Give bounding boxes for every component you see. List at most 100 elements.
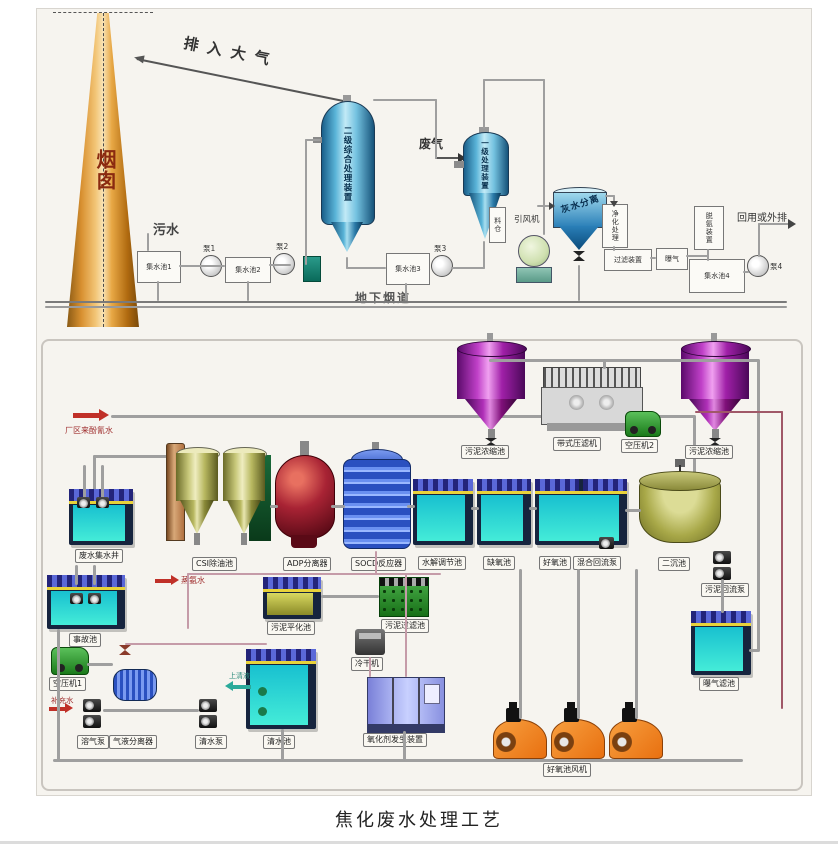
secondary-clarifier-label: 二沉池 — [658, 557, 690, 571]
tank-water — [539, 495, 619, 541]
figure-caption: 焦化废水处理工艺 — [335, 810, 503, 831]
sludge-thickener-left — [453, 333, 529, 446]
press-base — [547, 423, 635, 431]
arrowhead — [549, 202, 555, 210]
pipe — [403, 731, 406, 761]
pipe — [407, 505, 415, 508]
tank-rim — [263, 589, 321, 592]
sump2-box: 集水池2 — [225, 257, 271, 283]
tank-lid — [263, 577, 321, 589]
bottom-panel-border — [41, 339, 803, 791]
tank-rim — [477, 491, 531, 494]
fan-motor — [564, 702, 579, 722]
aerobic-fan — [493, 702, 547, 759]
cold-dryer-label: 冷干机 — [351, 657, 383, 671]
silo-box: 料仓 — [489, 207, 506, 243]
fan-base — [516, 267, 552, 283]
clarifier-rim — [639, 471, 721, 491]
pipe — [605, 195, 615, 197]
press-roller — [569, 395, 584, 410]
pipe — [749, 649, 760, 652]
pump3-label: 泵3 — [434, 244, 447, 253]
pipe — [577, 569, 580, 719]
pipe — [613, 195, 615, 203]
arrowhead — [99, 409, 109, 421]
csi-cone-1 — [176, 447, 220, 547]
cold-dryer — [355, 629, 385, 655]
adp-top-valve — [300, 441, 309, 457]
plant-inflow-arrow — [73, 413, 99, 418]
pipe — [57, 629, 60, 761]
tower-cone — [331, 222, 363, 252]
tank-lid — [47, 575, 125, 587]
funnel-valve — [573, 251, 585, 261]
pump3 — [431, 255, 453, 277]
dosing-line — [187, 573, 441, 575]
pipe — [321, 595, 379, 598]
pipe — [537, 205, 551, 207]
ground-line-2 — [45, 306, 787, 308]
tank-port — [258, 707, 267, 716]
plant-inflow-label: 厂区来酚氰水 — [65, 426, 113, 435]
sump4-box: 集水池4 — [689, 259, 745, 293]
pipe — [483, 79, 545, 81]
purification-box: 净化处理 — [602, 204, 628, 248]
sludge-leveling-tank — [263, 577, 321, 619]
cabinet-panel — [424, 684, 440, 704]
makeup-water-label: 补充水 — [51, 696, 74, 705]
waste-well-label: 废水集水井 — [75, 549, 123, 563]
pipe — [75, 565, 78, 585]
arrowhead — [225, 681, 233, 691]
pipe — [270, 505, 278, 508]
tank-water — [73, 505, 125, 541]
aerobic-fan — [551, 702, 605, 759]
tank-lid — [477, 479, 531, 491]
dosing-line — [369, 657, 371, 677]
process-flow-diagram: 烟囱 排入大气 污水 集水池1 泵1 集水池2 泵2 集水池3 泵3 二级综合处… — [36, 8, 812, 796]
tank-lid — [246, 649, 316, 661]
purification-label: 净化处理 — [611, 210, 620, 242]
deammonia-box: 脱氨装置 — [694, 206, 724, 250]
press-roller — [599, 395, 614, 410]
recycle-line — [695, 411, 783, 413]
thickener-dome — [457, 341, 527, 357]
compressor2-label: 空压机2 — [621, 439, 659, 453]
pipe — [373, 99, 437, 101]
adp-separator — [275, 441, 335, 551]
secondary-treatment-tower: 二级综合处理装置 — [313, 95, 375, 257]
tank-sludge — [267, 593, 313, 615]
pipe — [650, 257, 656, 259]
hydrolysis-label: 水解调节池 — [418, 556, 466, 570]
cone-body — [176, 453, 218, 501]
fan-motor — [622, 702, 637, 722]
thickener-stem — [488, 429, 495, 439]
gas-liquid-separator — [113, 669, 157, 701]
mixed-return-pump-label: 混合回流泵 — [573, 556, 621, 570]
tank-rim — [47, 587, 125, 590]
pipe — [93, 455, 197, 458]
sump3-box: 集水池3 — [386, 253, 430, 285]
pump1-label: 泵1 — [203, 244, 216, 253]
thickener-stem — [712, 429, 719, 439]
pipe — [111, 415, 695, 418]
sewage-label: 污水 — [153, 223, 180, 238]
pipe — [281, 729, 284, 761]
pipe — [101, 465, 104, 499]
aeration-box: 曝气 — [656, 248, 688, 270]
waste-gas-arrowhead — [458, 153, 466, 163]
cabinet-divider — [418, 678, 420, 724]
tank-rim — [413, 491, 473, 494]
pipe — [269, 264, 291, 266]
pipe — [346, 267, 386, 269]
clean-water-pump-label: 清水泵 — [195, 735, 227, 749]
reuse-label: 回用或外排 — [737, 213, 787, 224]
pipe — [103, 709, 199, 712]
oxidant-generator — [367, 677, 445, 733]
secondary-tower-label: 二级综合处理装置 — [342, 126, 352, 202]
pipe — [346, 257, 348, 269]
dosing-line — [125, 643, 267, 645]
aerated-filter-tank — [691, 611, 751, 675]
to-atmosphere-label: 排入大气 — [182, 33, 280, 70]
pipe — [721, 579, 724, 613]
pipe — [471, 507, 479, 510]
